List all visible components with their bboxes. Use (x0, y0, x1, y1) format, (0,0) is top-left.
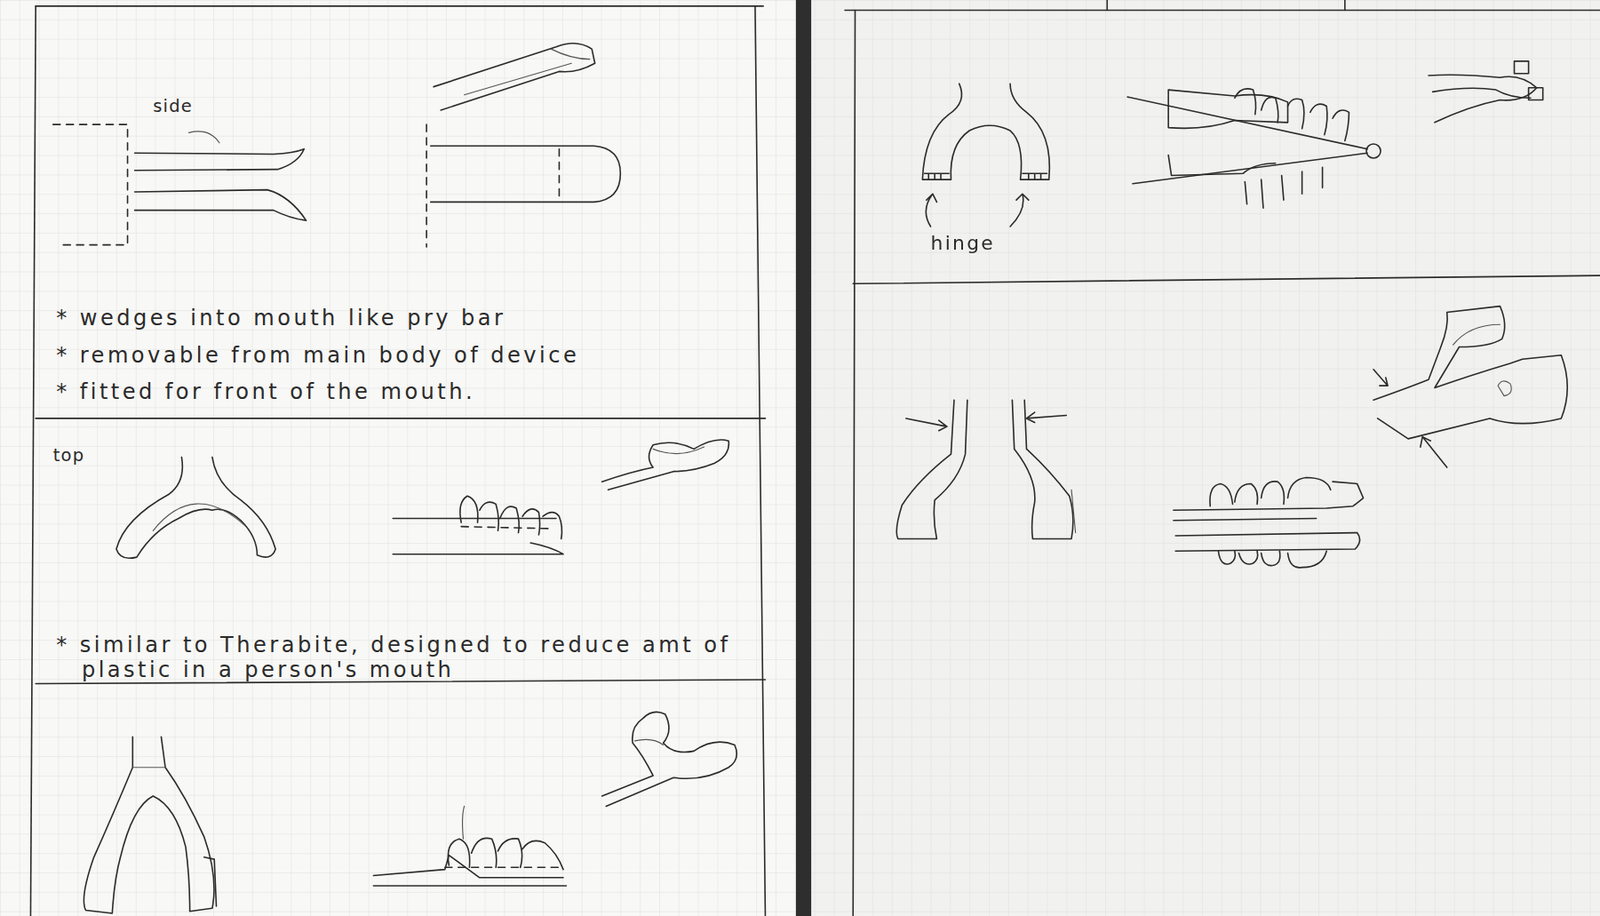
view-label: top (53, 442, 85, 468)
part-label: hinge (931, 230, 996, 256)
view-label: side (152, 94, 193, 120)
design-note: * similar to Therabite, designed to redu… (55, 632, 786, 682)
design-note: * wedges into mouth like pry bar (55, 306, 506, 332)
design-note: * removable from main body of device (55, 342, 580, 368)
design-note: * fitted for front of the mouth. (55, 379, 476, 405)
